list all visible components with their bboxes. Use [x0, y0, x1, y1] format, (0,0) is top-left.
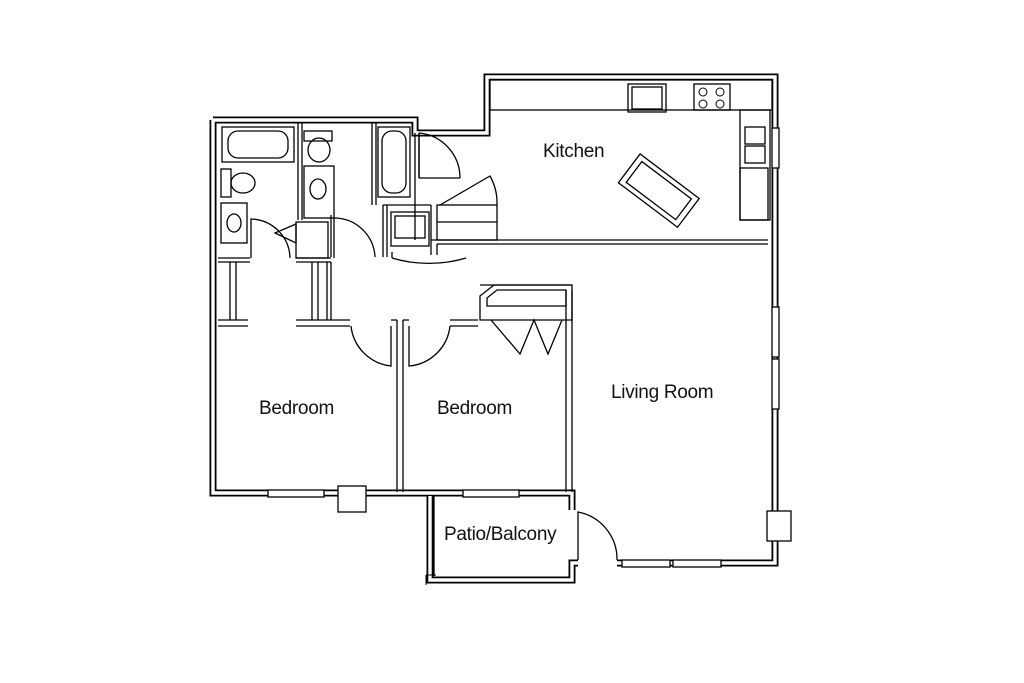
interior-walls [218, 122, 768, 576]
patio-label: Patio/Balcony [444, 524, 557, 545]
living-room-label: Living Room [611, 382, 714, 403]
windows [267, 127, 792, 585]
bedroom-left-label: Bedroom [259, 398, 334, 419]
bath-fixtures [220, 126, 430, 259]
kitchen-label: Kitchen [543, 141, 605, 162]
closet-shelf [479, 284, 573, 321]
bedroom-right-label: Bedroom [437, 398, 512, 419]
kitchen-fixtures [436, 79, 773, 241]
exterior-walls [209, 73, 779, 584]
